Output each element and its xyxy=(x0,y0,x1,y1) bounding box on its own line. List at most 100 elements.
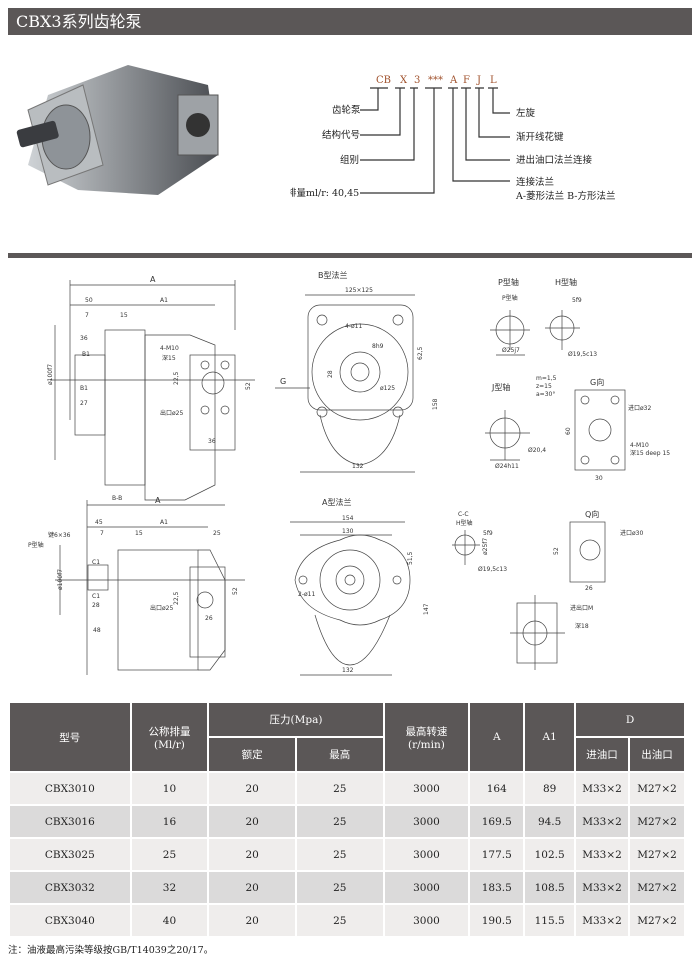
svg-text:A1: A1 xyxy=(160,519,168,526)
table-cell: 32 xyxy=(129,870,210,905)
svg-text:键6×36: 键6×36 xyxy=(48,531,71,539)
q-view: Q向 进口ø30 52 26 xyxy=(553,509,643,592)
svg-text:Ø19,5c13: Ø19,5c13 xyxy=(478,566,507,573)
label-flange-types: A-菱形法兰 B-方形法兰 xyxy=(515,190,615,202)
table-cell: 89 xyxy=(523,771,577,806)
col-outlet: 出油口 xyxy=(628,736,686,773)
table-cell: 25 xyxy=(294,870,385,905)
table-cell: 190.5 xyxy=(468,903,526,938)
svg-text:27: 27 xyxy=(80,400,88,407)
svg-text:ø25f7: ø25f7 xyxy=(482,538,489,555)
port-m-view: 进出口M 深18 xyxy=(510,595,593,670)
c-c-section: C-C H型轴 5f9 ø25f7 Ø19,5c13 xyxy=(452,511,507,573)
section-divider xyxy=(8,253,692,258)
svg-text:P型轴: P型轴 xyxy=(502,294,518,302)
table-cell: 3000 xyxy=(382,804,471,839)
svg-text:P型轴: P型轴 xyxy=(28,541,44,549)
svg-text:4-M10: 4-M10 xyxy=(630,442,649,449)
col-model: 型号 xyxy=(8,701,132,773)
table-cell: M33×2 xyxy=(574,903,630,938)
svg-text:Ø19,5c13: Ø19,5c13 xyxy=(568,351,597,358)
technical-drawings: A A1 50 7 15 36 B1 B1 27 ø100f7 4-M10 深1… xyxy=(28,270,670,676)
svg-text:51,5: 51,5 xyxy=(407,551,414,565)
svg-text:132: 132 xyxy=(342,667,354,674)
model-code-parts: CB X 3 *** A F J L xyxy=(376,75,497,86)
svg-text:154: 154 xyxy=(342,515,354,522)
svg-text:Q向: Q向 xyxy=(585,509,599,519)
svg-text:出口ø25: 出口ø25 xyxy=(150,604,173,612)
label-gear-pump: 齿轮泵 xyxy=(332,104,361,116)
svg-text:5f9: 5f9 xyxy=(572,297,582,304)
svg-text:出口ø25: 出口ø25 xyxy=(160,409,183,417)
table-cell: 25 xyxy=(294,837,385,872)
p-shaft-section: P型轴 P型轴 Ø25j7 xyxy=(490,277,530,356)
svg-text:进出口M: 进出口M xyxy=(570,604,593,612)
svg-text:36: 36 xyxy=(208,438,216,445)
table-cell: CBX3016 xyxy=(8,804,132,839)
model-code-diagram: CB X 3 *** A F J L 齿轮泵 结构代号 组别 公称排量ml/r:… xyxy=(290,75,615,202)
svg-text:26: 26 xyxy=(205,615,213,622)
table-cell: 25 xyxy=(294,903,385,938)
code-part: L xyxy=(490,75,497,86)
svg-text:P型轴: P型轴 xyxy=(498,277,519,287)
code-part: A xyxy=(449,75,458,86)
svg-text:A型法兰: A型法兰 xyxy=(322,497,351,507)
svg-text:Ø25j7: Ø25j7 xyxy=(502,347,520,354)
svg-text:C-C: C-C xyxy=(458,511,469,518)
side-view-a: A A1 45 7 15 25 键6×36 P型轴 C1 C1 28 48 ø1… xyxy=(28,496,245,675)
svg-text:8h9: 8h9 xyxy=(372,343,384,350)
code-part: CB xyxy=(376,75,391,86)
svg-text:J型轴: J型轴 xyxy=(491,382,510,392)
table-cell: M27×2 xyxy=(628,837,686,872)
label-port-flange: 进出油口法兰连接 xyxy=(516,154,593,166)
svg-text:25: 25 xyxy=(213,530,221,537)
table-cell: 25 xyxy=(294,771,385,806)
svg-text:深18: 深18 xyxy=(575,622,589,630)
svg-text:52: 52 xyxy=(232,587,239,595)
svg-text:22,5: 22,5 xyxy=(173,591,180,605)
svg-text:22,5: 22,5 xyxy=(173,371,180,385)
svg-text:ø125: ø125 xyxy=(380,385,395,392)
svg-text:G向: G向 xyxy=(590,377,604,387)
table-cell: 115.5 xyxy=(523,903,577,938)
svg-text:B1: B1 xyxy=(80,385,88,392)
label-left-rotation: 左旋 xyxy=(516,107,536,119)
a-flange-view: A型法兰 154 130 51,5 147 2-ø11 132 xyxy=(290,497,430,676)
table-cell: 20 xyxy=(207,771,297,806)
col-displacement: 公称排量(Ml/r) xyxy=(129,701,210,773)
col-rated: 额定 xyxy=(207,736,297,773)
svg-text:130: 130 xyxy=(342,528,354,535)
table-cell: 40 xyxy=(129,903,210,938)
svg-text:C1: C1 xyxy=(92,593,100,600)
h-shaft-section: H型轴 5f9 Ø19,5c13 xyxy=(545,277,597,358)
table-cell: 102.5 xyxy=(523,837,577,872)
j-shaft-section: J型轴 m=1,5 z=15 a=30° Ø20,4 Ø24h11 xyxy=(485,375,557,470)
label-group: 组别 xyxy=(340,154,359,166)
table-cell: 3000 xyxy=(382,870,471,905)
svg-text:50: 50 xyxy=(85,297,93,304)
svg-text:深15 deep 15: 深15 deep 15 xyxy=(630,449,670,457)
table-cell: 108.5 xyxy=(523,870,577,905)
svg-text:进口ø32: 进口ø32 xyxy=(628,404,651,412)
svg-text:62,5: 62,5 xyxy=(417,346,424,360)
svg-text:z=15: z=15 xyxy=(536,383,552,390)
svg-text:7: 7 xyxy=(100,530,104,537)
svg-text:ø100f7: ø100f7 xyxy=(57,569,64,590)
svg-text:125×125: 125×125 xyxy=(345,287,373,294)
svg-text:158: 158 xyxy=(432,398,439,410)
svg-text:7: 7 xyxy=(85,312,89,319)
svg-text:B型法兰: B型法兰 xyxy=(318,270,348,280)
col-d: D xyxy=(574,701,686,738)
table-cell: 16 xyxy=(129,804,210,839)
svg-text:30: 30 xyxy=(595,475,603,482)
table-cell: M27×2 xyxy=(628,903,686,938)
footnote: 注：油液最高污染等级按GB/T14039之20/17。 xyxy=(8,945,214,956)
svg-text:48: 48 xyxy=(93,627,101,634)
table-cell: 20 xyxy=(207,903,297,938)
table-cell: M33×2 xyxy=(574,870,630,905)
svg-text:C1: C1 xyxy=(92,559,100,566)
code-part: X xyxy=(400,75,408,86)
code-part: *** xyxy=(428,75,443,86)
